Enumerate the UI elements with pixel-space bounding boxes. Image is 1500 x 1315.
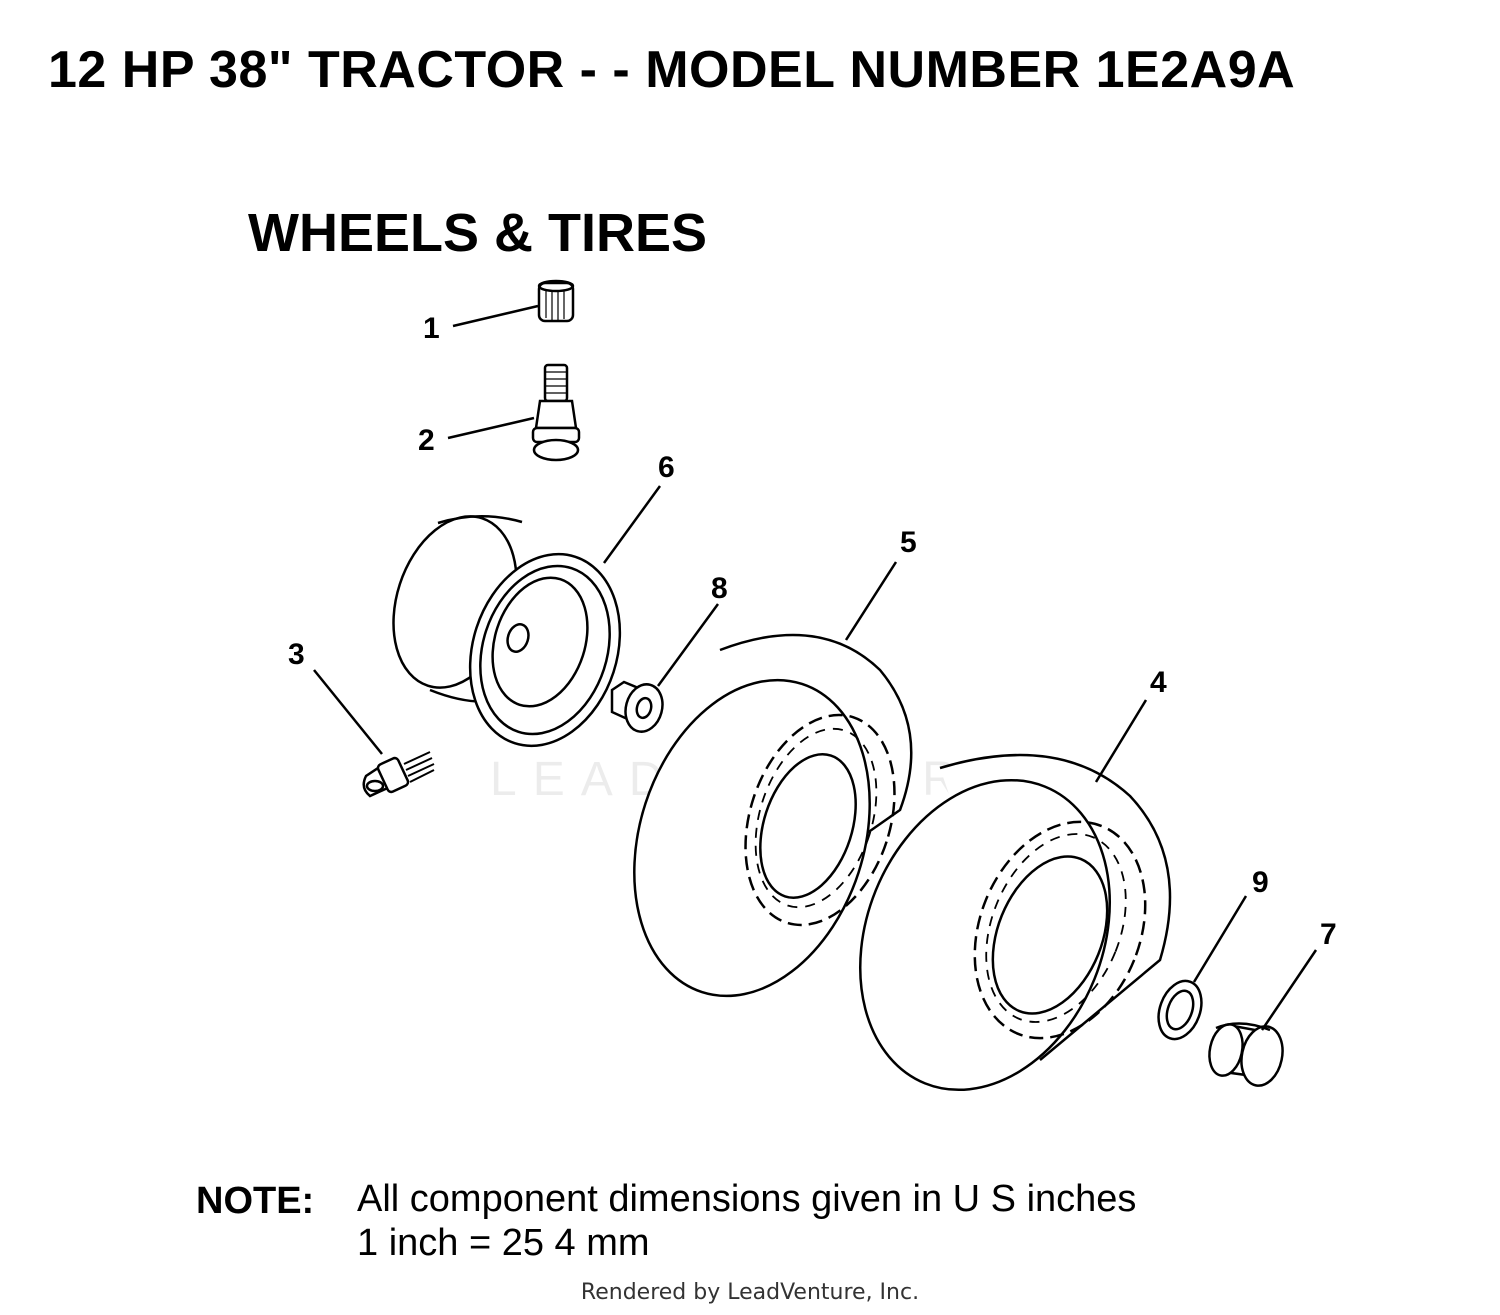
leader-4 — [1094, 699, 1148, 783]
leader-5 — [844, 561, 898, 641]
note-label: NOTE: — [196, 1180, 315, 1222]
section-title: WHEELS & TIRES — [248, 203, 708, 263]
callout-8: 8 — [711, 572, 728, 605]
leader-3 — [313, 669, 383, 755]
note-line-2: 1 inch = 25 4 mm — [357, 1222, 650, 1264]
leader-6 — [602, 485, 662, 564]
callout-6: 6 — [658, 451, 675, 484]
leader-9 — [1192, 895, 1248, 983]
leader-2 — [447, 416, 535, 440]
note-line-1: All component dimensions given in U S in… — [357, 1178, 1137, 1220]
callout-4: 4 — [1150, 666, 1167, 699]
callout-3: 3 — [288, 638, 305, 671]
part-1-valve-cap — [537, 279, 575, 323]
leader-8 — [656, 603, 720, 687]
callout-1: 1 — [423, 312, 440, 345]
part-7-bushing — [1208, 1022, 1284, 1087]
page-title: 12 HP 38" TRACTOR - - MODEL NUMBER 1E2A9… — [48, 41, 1296, 99]
part-2-valve-stem — [531, 363, 581, 462]
callout-7: 7 — [1320, 918, 1337, 951]
footer-credit: Rendered by LeadVenture, Inc. — [580, 1280, 920, 1305]
callout-2: 2 — [418, 424, 435, 457]
part-9-washer — [1157, 979, 1203, 1041]
part-6-wheel-rim — [392, 515, 622, 748]
part-3-fitting — [362, 751, 435, 798]
part-8-spacer — [610, 680, 664, 733]
part-5-tire — [633, 633, 913, 998]
leader-7 — [1260, 949, 1318, 1031]
callout-5: 5 — [900, 526, 917, 559]
callout-9: 9 — [1252, 866, 1269, 899]
part-4-tire — [859, 753, 1172, 1092]
leader-1 — [452, 304, 539, 328]
